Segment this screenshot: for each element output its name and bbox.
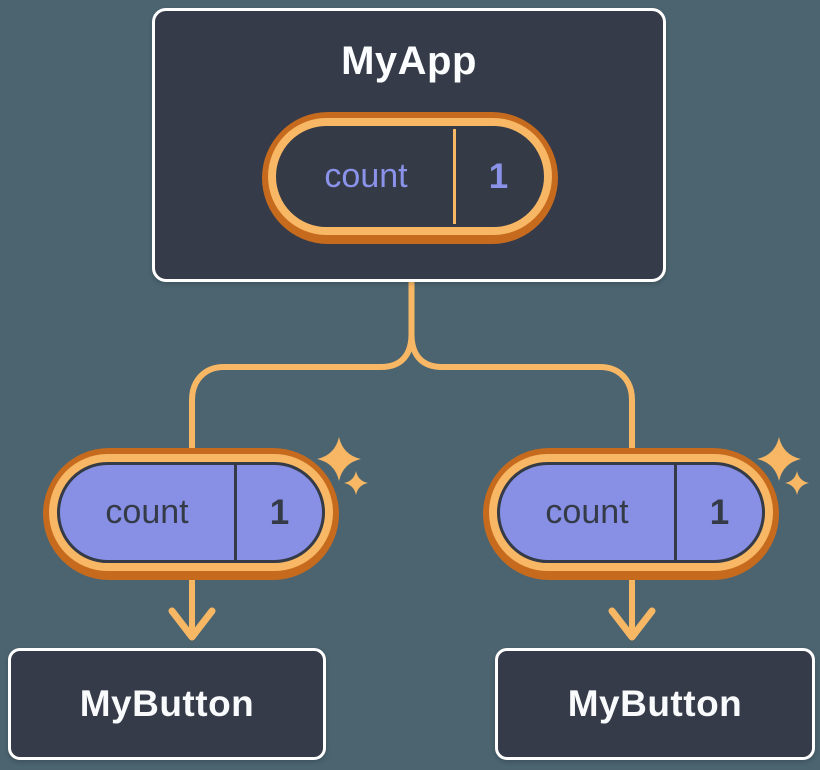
component-label: MyButton [79, 683, 255, 724]
arrow-down-icon [608, 607, 656, 641]
prop-pill-inner-ring: count 1 [489, 454, 773, 571]
state-pill-root: count 1 [262, 112, 558, 244]
prop-pill-inner-ring: count 1 [49, 454, 333, 571]
arrow-down-icon [168, 607, 216, 641]
prop-pill-right: count 1 [483, 448, 779, 580]
arrowheads [168, 607, 656, 641]
prop-value-label: 1 [234, 465, 322, 560]
state-key-label: count [324, 157, 408, 195]
component-node-mybutton-left: MyButton [8, 648, 326, 760]
state-value-label: 1 [453, 129, 541, 224]
component-node-mybutton-right: MyButton [495, 648, 815, 760]
prop-key-label: count [545, 493, 629, 531]
prop-value-label: 1 [674, 465, 762, 560]
component-label: MyApp [341, 39, 477, 83]
prop-pill-left: count 1 [43, 448, 339, 580]
component-label: MyButton [567, 683, 743, 724]
state-pill-inner-ring: count 1 [268, 118, 552, 235]
prop-key-label: count [105, 493, 189, 531]
